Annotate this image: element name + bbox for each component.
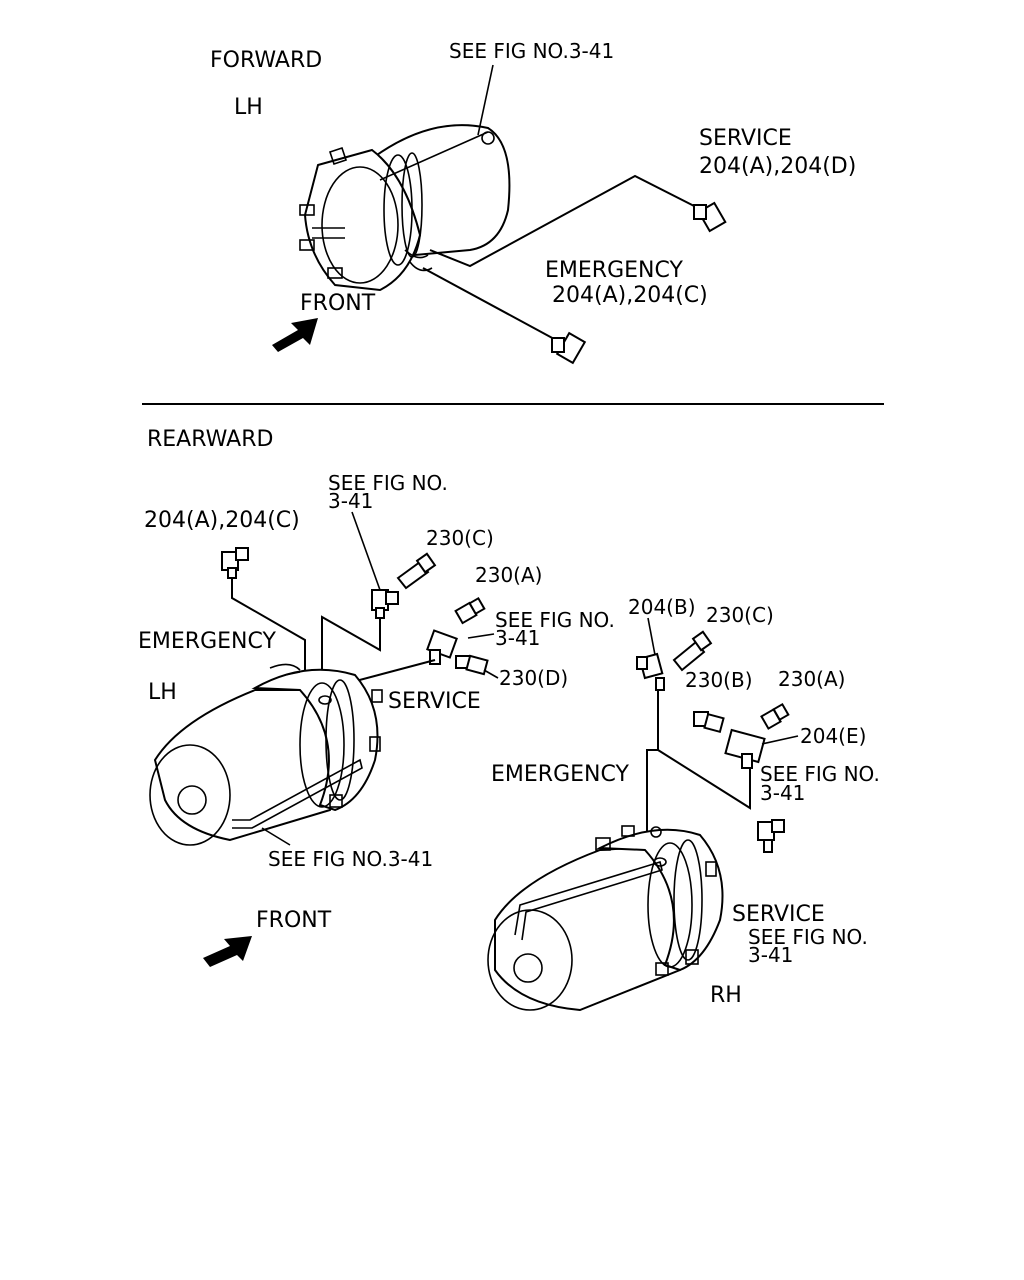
forward-see-fig-leader [477,64,494,136]
rear-lh-see-fig2-line2: 3-41 [495,626,540,650]
rear-lh-fitting-parts: 204(A),204(C) [144,508,300,533]
rear-rh-plug-230c-icon [672,630,713,672]
rear-rh-brake-chamber [487,825,724,1012]
rear-lh-see-fig2-leader [467,633,495,639]
rearward-lh-group: 204(A),204(C) SEE FIG NO. 3-41 230(C) 23… [138,471,615,967]
rear-rh-see-fig2-line1: SEE FIG NO. [748,925,868,949]
rear-lh-see-fig-line1: SEE FIG NO. [328,471,448,495]
rear-rh-emergency-line [646,690,659,858]
rear-lh-see-fig2-line1: SEE FIG NO. [495,608,615,632]
forward-emergency-fitting-icon [551,331,587,365]
forward-brake-chamber [299,124,511,292]
rearward-rh-group: 204(B) 230(C) 230(B) 230(A) 204(E) SEE F… [487,595,880,1012]
rear-lh-230d-leader [483,669,499,679]
rear-rh-204b-leader [647,617,656,656]
rear-rh-see-fig-line2: 3-41 [760,781,805,805]
rear-lh-front-arrow-icon [203,936,252,967]
rear-lh-emergency-label: EMERGENCY [138,629,276,654]
rear-rh-part-230c: 230(C) [706,603,774,627]
rear-rh-elbow-204e-icon [724,728,766,769]
forward-service-parts: 204(A),204(D) [699,154,856,179]
forward-emergency-parts: 204(A),204(C) [552,283,708,308]
rear-lh-brake-chamber [149,663,383,846]
rear-rh-side-label: RH [710,983,742,1008]
rear-rh-part-204b: 204(B) [628,595,696,619]
rear-lh-see-fig-leader [351,511,381,591]
rear-lh-service-label: SERVICE [388,689,481,714]
rear-rh-service-line [657,749,751,810]
rear-lh-emergency-line [231,578,306,690]
forward-section: FORWARD LH SEE FIG NO.3-41 SERVICE 204(A… [210,39,856,365]
forward-service-line [429,174,703,268]
rear-rh-part-230a: 230(A) [778,667,845,691]
rear-lh-front-label: FRONT [256,908,332,933]
rear-rh-tee-fitting-icon [636,652,665,691]
rear-lh-plug-230c-icon [396,552,437,590]
rear-rh-see-fig-line1: SEE FIG NO. [760,762,880,786]
forward-emergency-line [422,267,557,341]
forward-side-label: LH [234,95,263,120]
rear-rh-see-fig2-line2: 3-41 [748,943,793,967]
rear-rh-part-204e: 204(E) [800,724,866,748]
rear-lh-plug-230a-icon [454,596,486,625]
forward-front-label: FRONT [300,291,376,316]
rearward-section-title: REARWARD [147,427,273,452]
rear-lh-emergency-fitting-icon [221,547,249,579]
rear-lh-side-label: LH [148,680,177,705]
rear-rh-204e-leader [761,735,799,745]
rear-lh-elbow-fitting-icon [426,629,458,665]
forward-see-fig-label: SEE FIG NO.3-41 [449,39,614,63]
forward-section-title: FORWARD [210,48,322,73]
rear-lh-service-elbow-icon [371,589,399,619]
rear-lh-see-fig-bottom: SEE FIG NO.3-41 [268,847,433,871]
rearward-section: REARWARD 204(A),204(C) SEE FIG NO. 3-41 … [138,427,880,1012]
rear-rh-plug-230a-icon [760,702,790,730]
rear-lh-part-230d: 230(D) [499,666,568,690]
rear-rh-emergency-label: EMERGENCY [491,762,629,787]
rear-rh-plug-230b-icon [693,711,725,734]
forward-front-arrow-icon [272,318,318,352]
rear-rh-service-elbow-icon [757,819,785,853]
rear-rh-part-230b: 230(B) [685,668,753,692]
rear-lh-plug-230d-icon [455,654,489,676]
rear-lh-part-230a: 230(A) [475,563,542,587]
rear-lh-part-230c: 230(C) [426,526,494,550]
forward-service-fitting-icon [693,201,727,233]
forward-service-label: SERVICE [699,126,792,151]
forward-emergency-label: EMERGENCY [545,258,683,283]
rear-rh-service-label: SERVICE [732,902,825,927]
rear-lh-see-fig-line2: 3-41 [328,489,373,513]
